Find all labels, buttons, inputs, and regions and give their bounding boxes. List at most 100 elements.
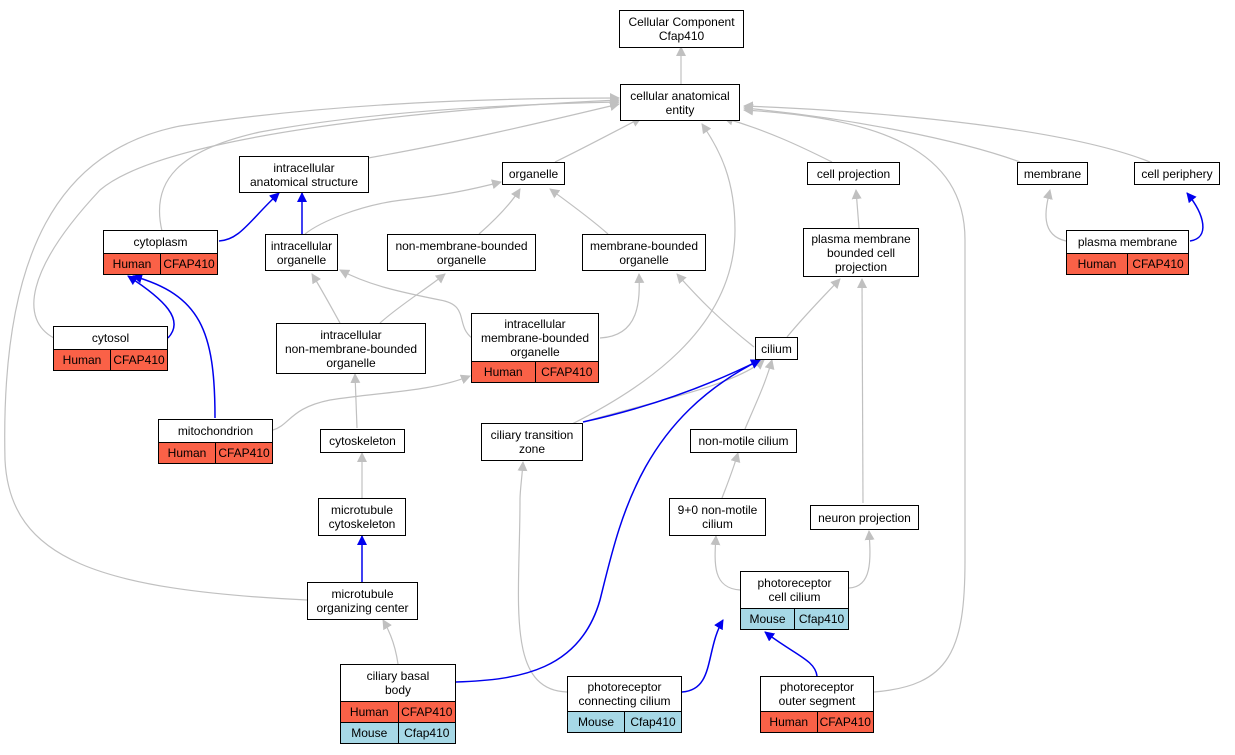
edge-neuronproj-pmbcp — [857, 278, 868, 504]
gene-cell: CFAP410 — [160, 254, 217, 274]
species-cell: Human — [112, 257, 152, 271]
edge-prcc-ninezero — [710, 535, 741, 591]
edge-cbb-mtoc — [382, 619, 399, 665]
node-label: cell periphery — [1135, 163, 1219, 184]
annotation-row: Human CFAP410 — [159, 442, 272, 463]
node-label-line: organelle — [619, 252, 669, 267]
node-label-line: cytoskeleton — [329, 434, 396, 448]
edge-imbo-mbo — [599, 273, 645, 339]
edge-organelle-cae — [554, 117, 642, 163]
node-cytoskeleton[interactable]: cytoskeleton — [320, 429, 405, 453]
node-cellproj[interactable]: cell projection — [807, 162, 900, 185]
node-membrane[interactable]: membrane — [1017, 162, 1088, 185]
edge-nonmotile-cilium — [744, 359, 775, 430]
node-label-line: non-membrane-bounded — [284, 341, 418, 356]
node-label-line: intracellular — [504, 316, 566, 331]
species-cell: Human — [62, 353, 102, 367]
node-label: cell projection — [808, 163, 899, 184]
node-label-line: photoreceptor — [779, 680, 855, 694]
species-cell: Mouse — [577, 715, 615, 729]
node-cilium[interactable]: cilium — [755, 337, 798, 360]
node-label-line: plasma membrane — [811, 231, 911, 246]
node-label: organelle — [503, 163, 564, 184]
node-label-line: body — [384, 683, 412, 697]
edge-mito-cytoplasm — [132, 273, 216, 419]
node-label-line: cytosol — [91, 331, 130, 345]
node-label-line: Cfap410 — [658, 29, 705, 43]
node-label: cytosol — [54, 327, 167, 349]
edge-periphery-cae — [743, 101, 1151, 163]
node-periphery[interactable]: cell periphery — [1134, 162, 1220, 185]
gene-cell: CFAP410 — [397, 702, 456, 722]
edge-ctz-cae — [569, 123, 736, 426]
node-organelle[interactable]: organelle — [502, 162, 565, 185]
node-label-line: anatomical structure — [249, 174, 359, 189]
node-nonmotile[interactable]: non-motile cilium — [690, 429, 797, 453]
node-label-line: projection — [834, 259, 888, 274]
edge-cytoplasm-ias — [218, 192, 280, 242]
node-label-line: cytoplasm — [133, 235, 188, 249]
edge-prouter-cae — [743, 105, 966, 693]
node-label-line: connecting cilium — [578, 694, 671, 708]
edge-cilium-pmbcp — [786, 278, 841, 338]
species-cell: Human — [167, 446, 207, 460]
node-label-line: membrane-bounded — [589, 238, 699, 253]
node-label-line: organelle — [276, 252, 327, 267]
edge-cbb-cilium — [455, 359, 761, 683]
node-label-line: microtubule — [331, 587, 394, 601]
gene-cell: CFAP410 — [215, 443, 272, 463]
node-label-line: cell periphery — [1141, 166, 1213, 181]
node-label-line: non-membrane-bounded — [395, 238, 528, 253]
node-label-line: non-motile cilium — [698, 434, 789, 448]
edge-cytosol-cae — [33, 95, 620, 339]
gene-cell: CFAP410 — [816, 712, 874, 732]
node-label: plasma membrane — [1067, 231, 1188, 253]
node-label-line: Cellular Component — [628, 15, 735, 29]
node-label-line: cytoskeleton — [328, 517, 396, 531]
edge-imbo-intraorg — [339, 269, 473, 339]
node-label: cytoplasm — [104, 231, 217, 253]
gene-cell: CFAP410 — [110, 350, 167, 370]
species-cell: Human — [349, 705, 389, 719]
edge-inmbo-nmbo — [379, 273, 446, 324]
node-label: non-motile cilium — [691, 430, 796, 452]
node-label-line: entity — [665, 102, 695, 117]
node-neuronproj[interactable]: neuron projection — [810, 505, 919, 530]
edge-ctz-cilium — [582, 359, 765, 423]
edge-cytoskeleton-inmbo — [350, 373, 361, 429]
edge-ninezero-nonmotile — [721, 452, 741, 499]
node-label-line: mitochondrion — [177, 424, 254, 438]
